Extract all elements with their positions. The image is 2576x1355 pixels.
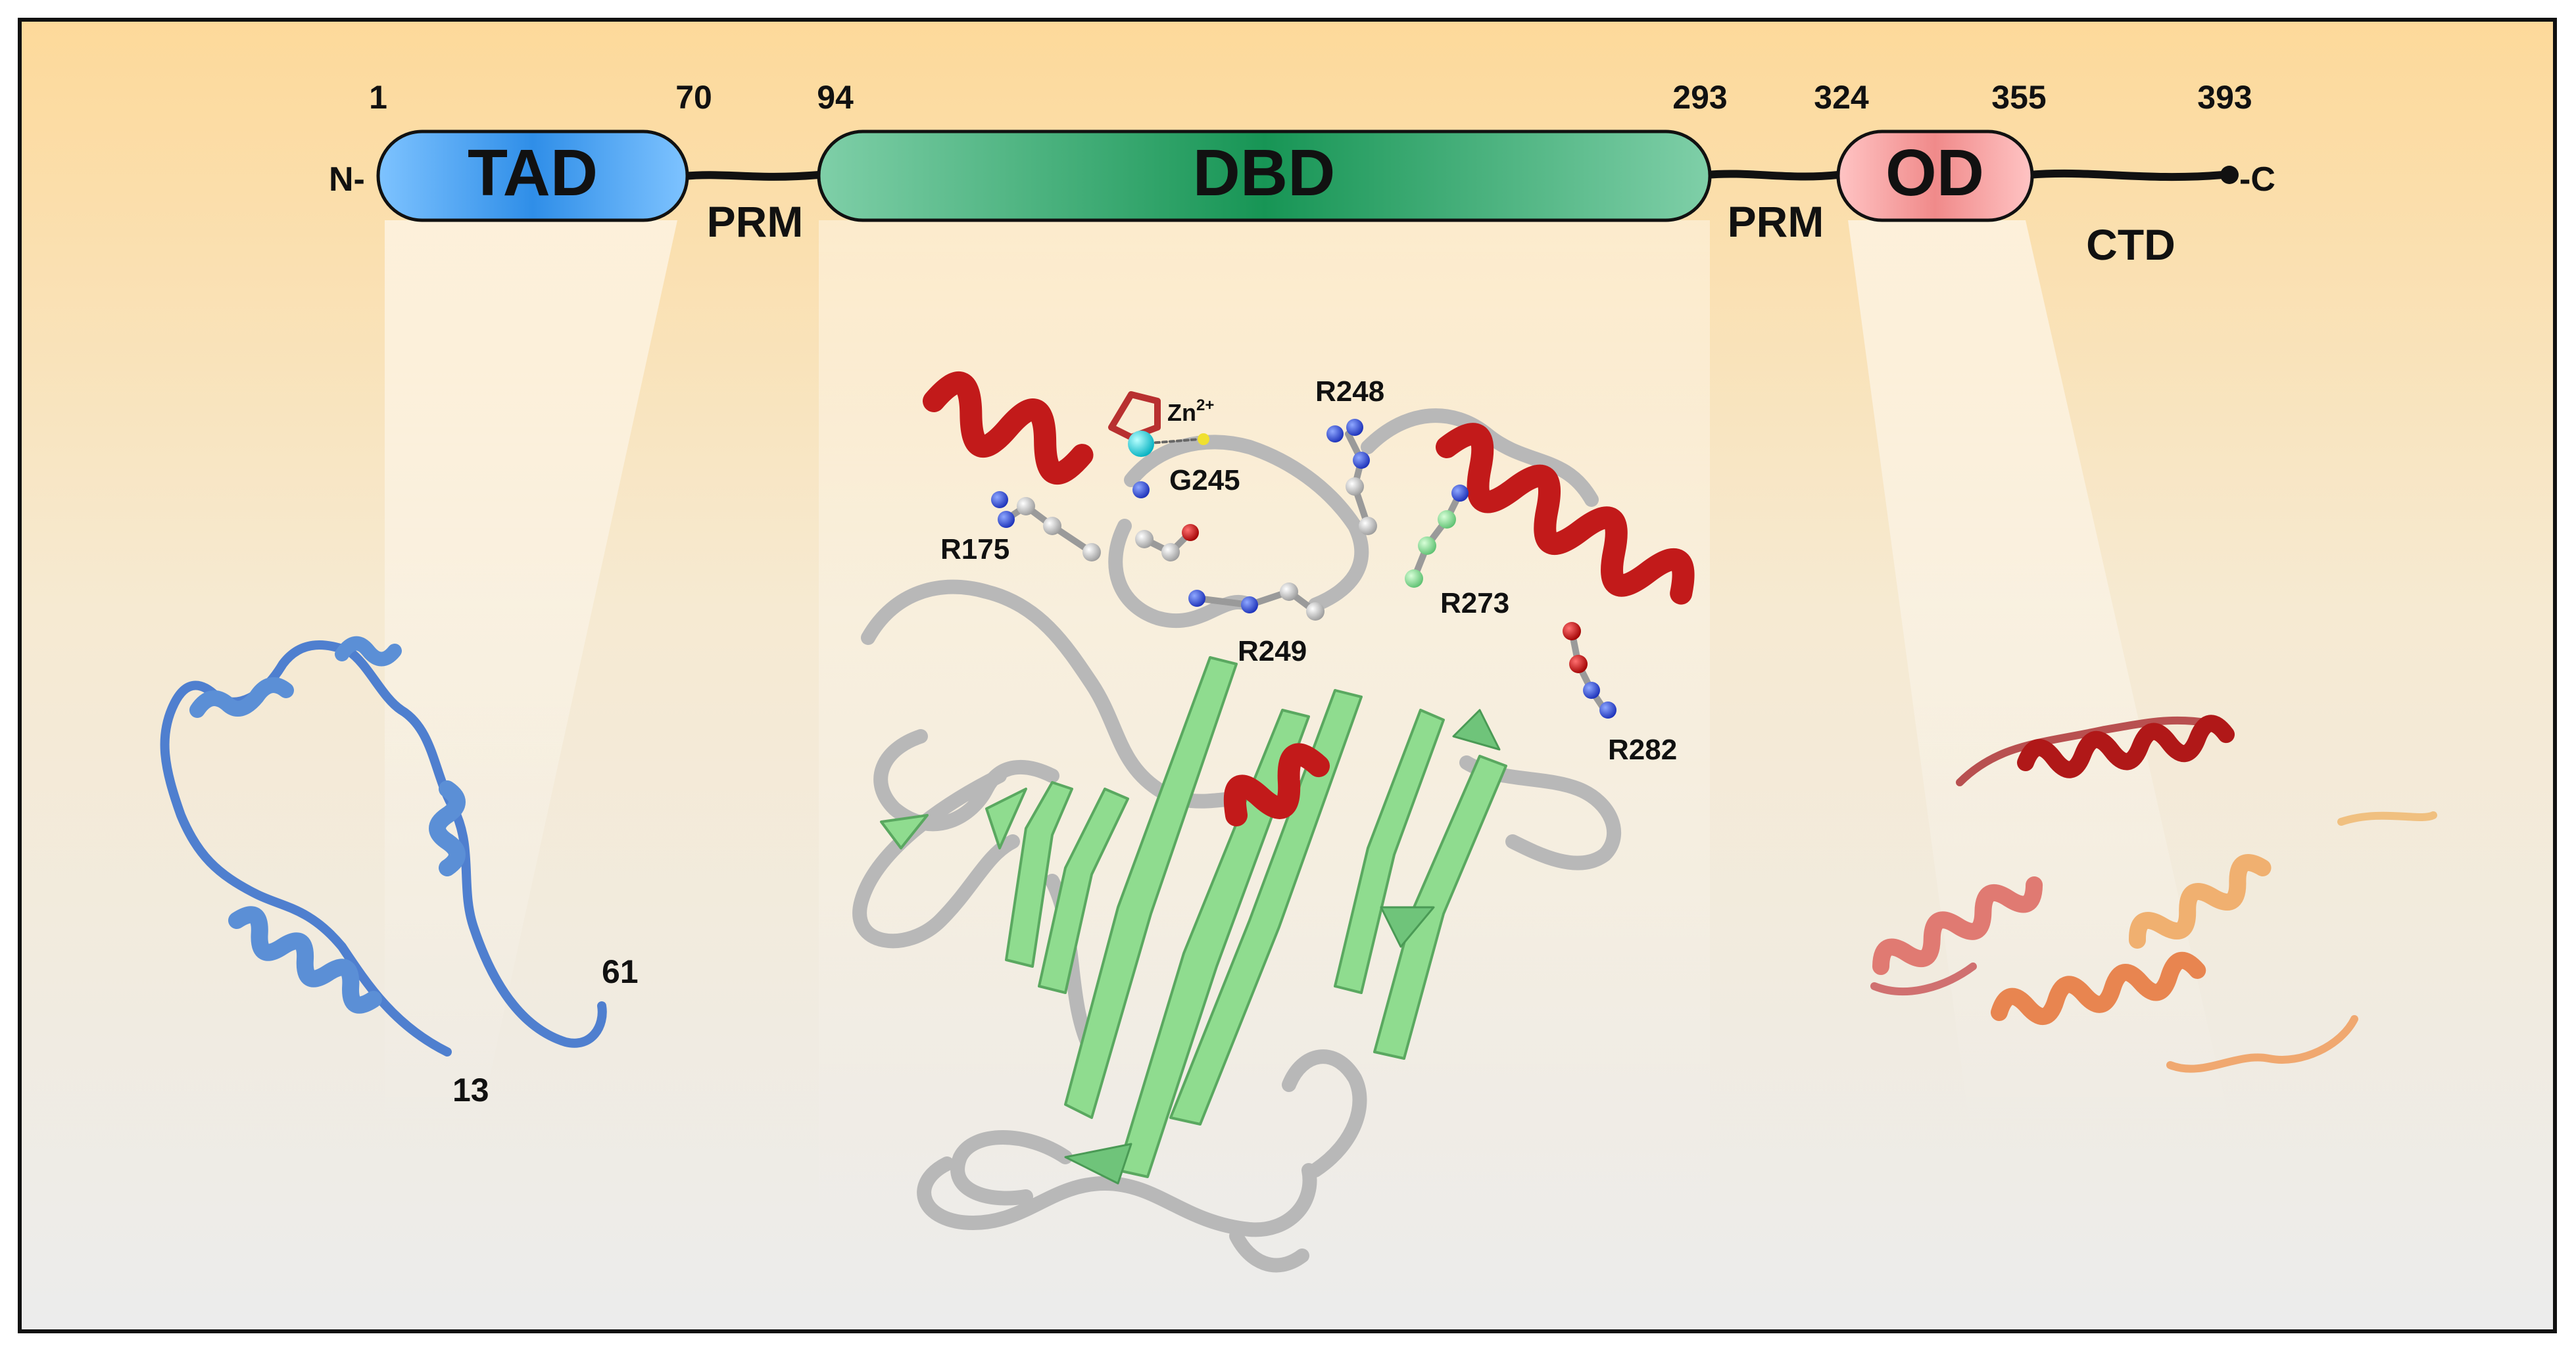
c-terminus-dot: [2220, 166, 2239, 184]
tad-beam: [385, 220, 677, 1151]
od-structure: [1870, 715, 2437, 1073]
tad-domain: [376, 130, 689, 222]
tad-start-residue: 13: [452, 1072, 489, 1108]
residue-number: 393: [2197, 79, 2252, 116]
c-terminus-label: -C: [2239, 160, 2275, 199]
zinc-ion: [1128, 431, 1154, 457]
linker-prm-left: [683, 171, 819, 181]
od-label: OD: [1885, 136, 1984, 210]
residue-number: 94: [817, 79, 854, 116]
zn-label: Zn2+: [1167, 396, 1214, 426]
r249-label: R249: [1238, 635, 1307, 667]
tad-end-residue: 61: [602, 953, 639, 990]
residue-number: 293: [1672, 79, 1727, 116]
dbd-structure: [852, 371, 1695, 1273]
tad-label: TAD: [468, 136, 598, 210]
dbd-label: DBD: [1193, 136, 1336, 210]
linker-ctd: [2028, 169, 2224, 181]
residue-number: 355: [1991, 79, 2046, 116]
tad-structure: [160, 636, 607, 1057]
r273-label: R273: [1440, 587, 1509, 619]
prm-left-label: PRM: [707, 197, 804, 246]
dbd-domain: [817, 130, 1712, 222]
r282-label: R282: [1608, 734, 1677, 766]
residue-number: 1: [369, 79, 387, 116]
linker-prm-right: [1706, 170, 1839, 181]
residue-number: 70: [675, 79, 712, 116]
prm-right-label: PRM: [1728, 197, 1824, 246]
n-terminus-label: N-: [329, 160, 365, 199]
od-domain: [1836, 130, 2034, 222]
g245-label: G245: [1169, 464, 1240, 496]
residue-number: 324: [1814, 79, 1869, 116]
r175-label: R175: [940, 533, 1009, 565]
ctd-label: CTD: [2086, 220, 2175, 269]
r248-label: R248: [1315, 375, 1384, 408]
